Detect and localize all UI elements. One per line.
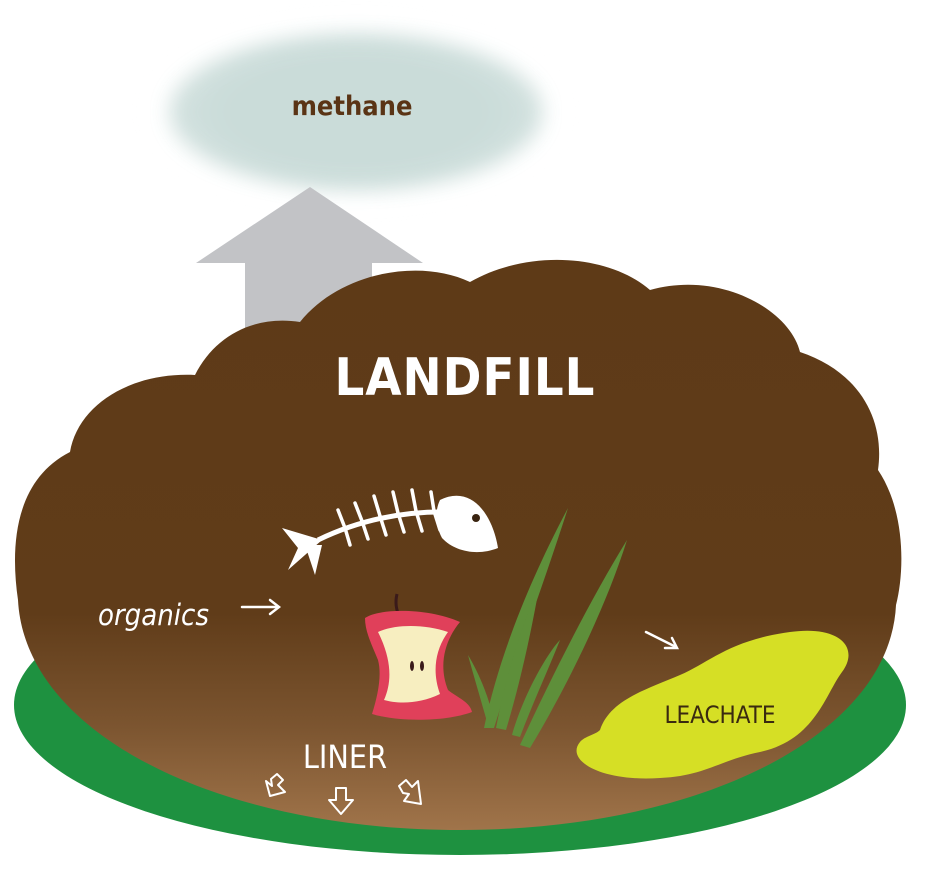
arrow-down-outline-icon [265, 773, 286, 797]
arrow-down-outline-icon [398, 779, 422, 805]
leachate-puddle [576, 630, 849, 779]
apple-core-icon [365, 593, 472, 720]
arrow-right-icon [644, 630, 680, 650]
organics-label: organics [98, 598, 209, 632]
methane-label: methane [292, 91, 413, 122]
arrow-down-outline-icon [328, 787, 354, 815]
methane-cloud [148, 20, 564, 204]
landfill-title: LANDFILL [335, 348, 596, 408]
grass-blades-icon [468, 508, 627, 748]
leachate-label: LEACHATE [664, 701, 775, 729]
arrow-right-icon [240, 598, 282, 616]
liner-label: LINER [303, 738, 387, 776]
fish-skeleton-icon [282, 488, 498, 575]
